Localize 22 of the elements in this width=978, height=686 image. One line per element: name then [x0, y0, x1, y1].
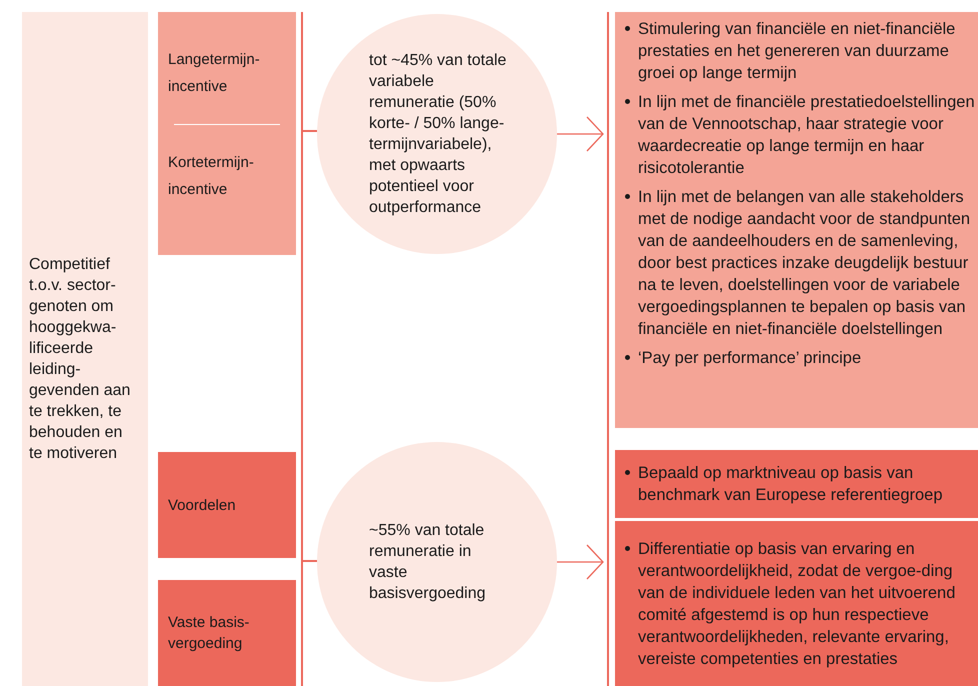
component-label: Vaste basis-vergoeding [168, 613, 250, 654]
principles-box [615, 450, 978, 518]
component-label: Langetermijn-incentive [168, 50, 261, 97]
arrow [557, 544, 604, 580]
incentive-box [158, 12, 296, 255]
component-label: Voordelen [168, 496, 237, 516]
component-box [158, 580, 296, 686]
bullet-text: In lijn met de financiële prestatiedoelstellingen van de Vennootschap, haar strategie voor waardecreatie op lange termijn en haar risicotolerantie [638, 92, 976, 179]
component-label: Kortetermijn-incentive [168, 153, 255, 200]
arrow [557, 116, 604, 152]
share-text: ~55% van totale remuneratie in vaste basisvergoeding [369, 521, 487, 604]
objective-text: Competitief t.o.v. sector-genoten om hooggekwa-lificeerde leiding-gevenden aan te trekken, te behouden en te motiveren [29, 255, 132, 464]
bullet-text: ‘Pay per performance’ principe [638, 348, 862, 369]
principles-box [615, 12, 978, 428]
bullet-text: Bepaald op marktniveau op basis van benchmark van Europese referentiegroep [638, 463, 944, 506]
bullet-text: In lijn met de belangen van alle stakeholders met de nodige aandacht voor de standpunten van de aandeelhouders en de samenleving, door best practices inzake deugdelijk bestuur na te leven, doelstellingen voor de variabele vergoedingsplannen te bepalen op basis van financiële en niet-financiële doelstellingen [638, 187, 972, 340]
bullet-text: Stimulering van financiële en niet-financiële prestaties en het genereren van duurzame groei op lange termijn [638, 19, 956, 84]
share-text: tot ~45% van totale variabele remuneratie (50% korte- / 50% lange-termijnvariabele), met opwaarts potentieel voor outperformance [369, 51, 508, 218]
principles-box [615, 521, 978, 686]
bullet-text: Differentiatie op basis van ervaring en verantwoordelijkheid, zodat de vergoe-ding van de individuele leden van het uitvoerend comité afgestemd is op hun respectieve verantwoordelijkheden, relevante ervaring, vereiste competenties en prestaties [638, 538, 956, 670]
component-box [158, 452, 296, 558]
objective-panel [22, 12, 148, 686]
